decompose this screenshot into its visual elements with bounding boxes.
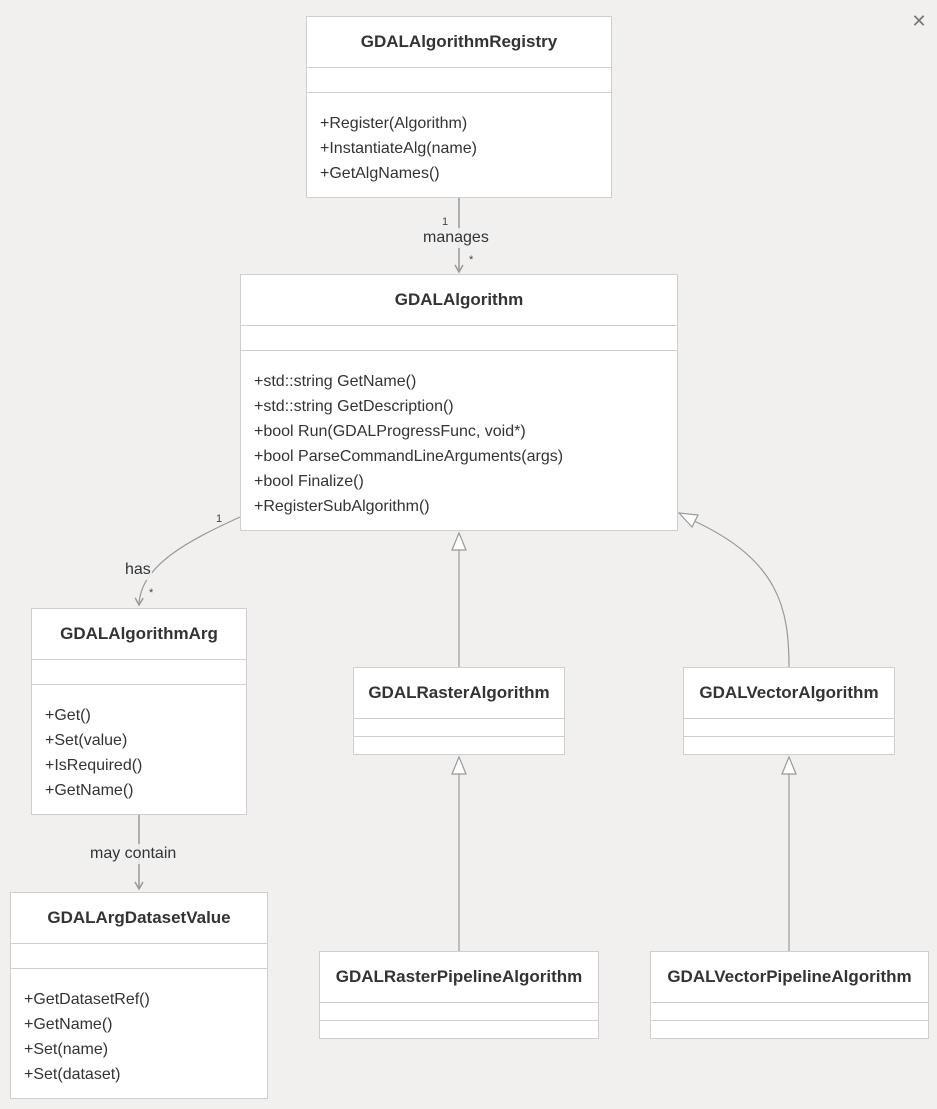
method-item: +bool ParseCommandLineArguments(args) [254, 448, 564, 465]
method-item: +RegisterSubAlgorithm() [254, 498, 430, 515]
class-box-dataset-value[interactable]: GDALArgDatasetValue +GetDatasetRef() +Ge… [10, 892, 268, 1099]
class-box-vector[interactable]: GDALVectorAlgorithm [683, 667, 895, 755]
vector-inheritance-edge [691, 519, 790, 668]
may-contain-label: may contain [89, 844, 178, 864]
method-item: +bool Finalize() [254, 473, 364, 490]
class-attributes [11, 944, 267, 969]
class-attributes [684, 719, 894, 737]
manages-to-multiplicity: * [469, 254, 474, 266]
class-name: GDALAlgorithmRegistry [307, 17, 611, 68]
class-methods: +Register(Algorithm) +InstantiateAlg(nam… [307, 93, 611, 186]
class-attributes [32, 660, 246, 685]
class-name: GDALArgDatasetValue [11, 893, 267, 944]
class-box-algorithm[interactable]: GDALAlgorithm +std::string GetName() +st… [240, 274, 678, 531]
class-attributes [651, 1003, 928, 1021]
class-box-vector-pipeline[interactable]: GDALVectorPipelineAlgorithm [650, 951, 929, 1039]
class-box-registry[interactable]: GDALAlgorithmRegistry +Register(Algorith… [306, 16, 612, 198]
class-attributes [354, 719, 564, 737]
method-item: +GetName() [45, 782, 134, 799]
method-item: +InstantiateAlg(name) [320, 140, 477, 157]
class-name: GDALVectorPipelineAlgorithm [651, 952, 928, 1003]
close-icon[interactable]: ✕ [911, 11, 927, 31]
method-item: +Set(name) [24, 1041, 109, 1058]
has-from-multiplicity: 1 [216, 513, 223, 525]
class-name: GDALRasterPipelineAlgorithm [320, 952, 598, 1003]
method-item: +std::string GetName() [254, 373, 417, 390]
class-methods: +std::string GetName() +std::string GetD… [241, 351, 677, 519]
class-methods: +GetDatasetRef() +GetName() +Set(name) +… [11, 969, 267, 1087]
raster-inheritance-arrowhead [451, 531, 467, 551]
class-box-raster[interactable]: GDALRasterAlgorithm [353, 667, 565, 755]
class-box-arg[interactable]: GDALAlgorithmArg +Get() +Set(value) +IsR… [31, 608, 247, 815]
method-item: +GetDatasetRef() [24, 991, 150, 1008]
class-attributes [307, 68, 611, 93]
vector-inheritance-arrowhead [677, 512, 699, 529]
class-attributes [241, 326, 677, 351]
method-item: +bool Run(GDALProgressFunc, void*) [254, 423, 526, 440]
vector-pipeline-inheritance-arrowhead [781, 755, 797, 775]
method-item: +GetAlgNames() [320, 165, 440, 182]
method-item: +IsRequired() [45, 757, 143, 774]
raster-pipeline-inheritance-arrowhead [451, 755, 467, 775]
method-item: +std::string GetDescription() [254, 398, 454, 415]
manages-from-multiplicity: 1 [442, 216, 449, 228]
has-to-multiplicity: * [149, 587, 154, 599]
manages-label: manages [422, 228, 490, 248]
class-box-raster-pipeline[interactable]: GDALRasterPipelineAlgorithm [319, 951, 599, 1039]
class-methods: +Get() +Set(value) +IsRequired() +GetNam… [32, 685, 246, 803]
class-name: GDALRasterAlgorithm [354, 668, 564, 719]
method-item: +Get() [45, 707, 91, 724]
class-attributes [320, 1003, 598, 1021]
class-name: GDALAlgorithm [241, 275, 677, 326]
has-label: has [124, 560, 152, 580]
method-item: +Set(value) [45, 732, 128, 749]
method-item: +GetName() [24, 1016, 113, 1033]
class-name: GDALAlgorithmArg [32, 609, 246, 660]
method-item: +Set(dataset) [24, 1066, 121, 1083]
class-name: GDALVectorAlgorithm [684, 668, 894, 719]
has-edge [134, 516, 241, 607]
method-item: +Register(Algorithm) [320, 115, 468, 132]
